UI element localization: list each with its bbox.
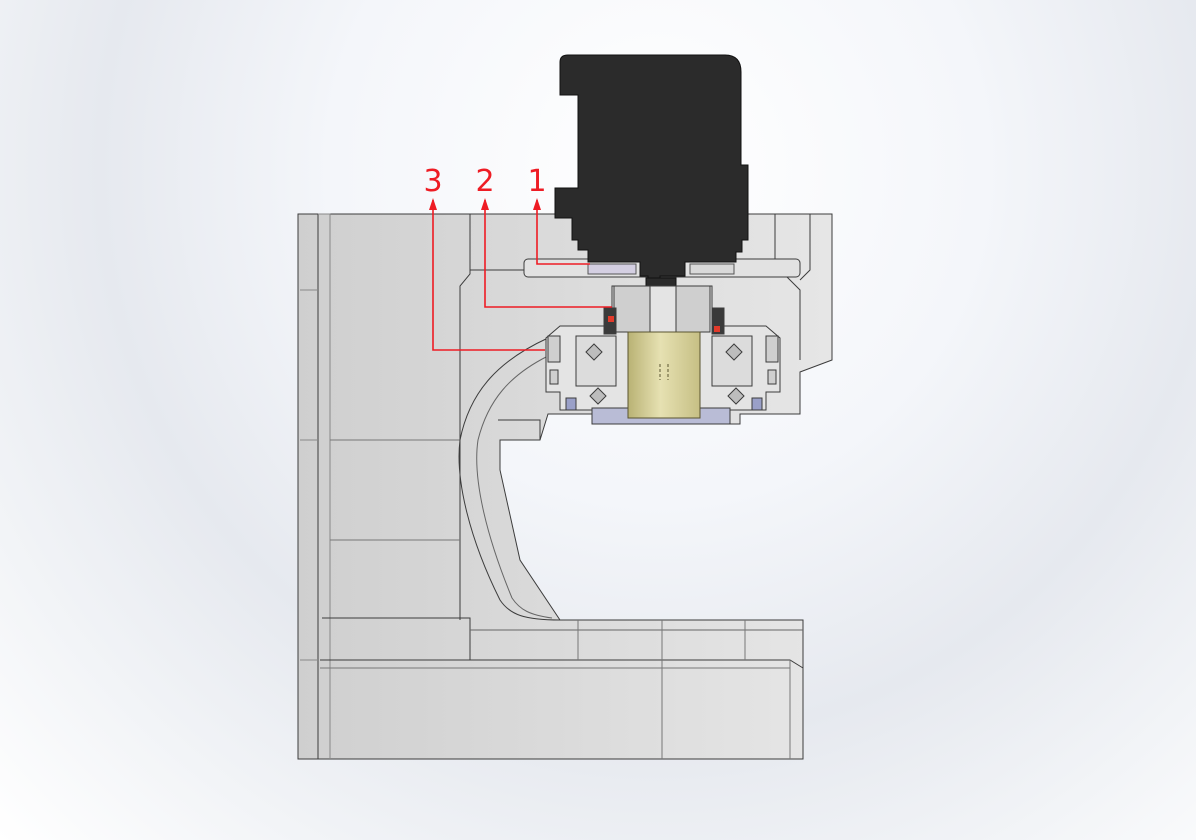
frame-body [297, 213, 833, 760]
bushing [627, 331, 701, 419]
callout-leaders [432, 200, 612, 351]
leader-3 [432, 200, 545, 351]
arrow-up-icon [533, 198, 541, 210]
callout-label-3: 3 [423, 164, 442, 199]
callout-label-1: 1 [527, 164, 546, 199]
arrow-up-icon [481, 198, 489, 210]
plate-insert-right [689, 263, 735, 275]
leader-2 [484, 200, 612, 308]
motor [554, 54, 749, 291]
callout-label-2: 2 [475, 164, 494, 199]
plate-insert-left [587, 263, 637, 275]
leader-1 [536, 200, 590, 265]
arrow-up-icon [429, 198, 437, 210]
